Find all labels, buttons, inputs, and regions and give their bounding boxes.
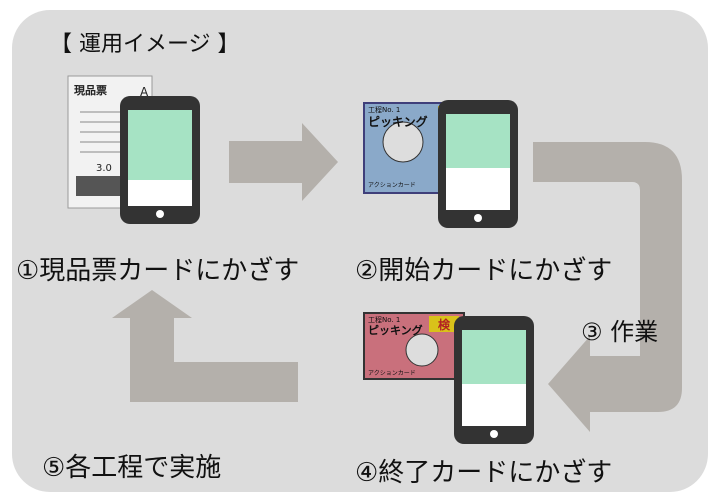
end-card-stamp: 検 (438, 317, 451, 332)
start-card-footer: アクションカード (368, 182, 416, 189)
step-1-label: ①現品票カードにかざす (16, 256, 300, 286)
genpinhyo-card-title: 現品票 (74, 84, 107, 97)
smartphone-4 (454, 316, 534, 444)
step-3-label: ③ 作業 (581, 318, 659, 346)
end-card-line1: 工程No. 1 (368, 315, 400, 324)
start-card-line2: ピッキング (368, 114, 428, 129)
end-card-line2: ピッキング (368, 323, 423, 337)
arrow-return (112, 290, 298, 402)
arrow-down-curve (533, 142, 682, 432)
smartphone-1 (120, 96, 200, 224)
start-card-line1: 工程No. 1 (368, 105, 400, 114)
step-4-label: ④終了カードにかざす (355, 458, 613, 488)
diagram-title: 【 運用イメージ 】 (50, 32, 240, 57)
smartphone-2 (438, 100, 518, 228)
end-card-footer: アクションカード (368, 370, 416, 377)
genpinhyo-card-row-a: A (140, 85, 149, 99)
end-card (363, 312, 465, 380)
genpinhyo-card-row-b: 3.0 (96, 163, 112, 174)
step-2-label: ②開始カードにかざす (355, 256, 613, 286)
step-5-label: ⑤各工程で実施 (42, 453, 222, 483)
arrow-right-1 (229, 123, 338, 201)
